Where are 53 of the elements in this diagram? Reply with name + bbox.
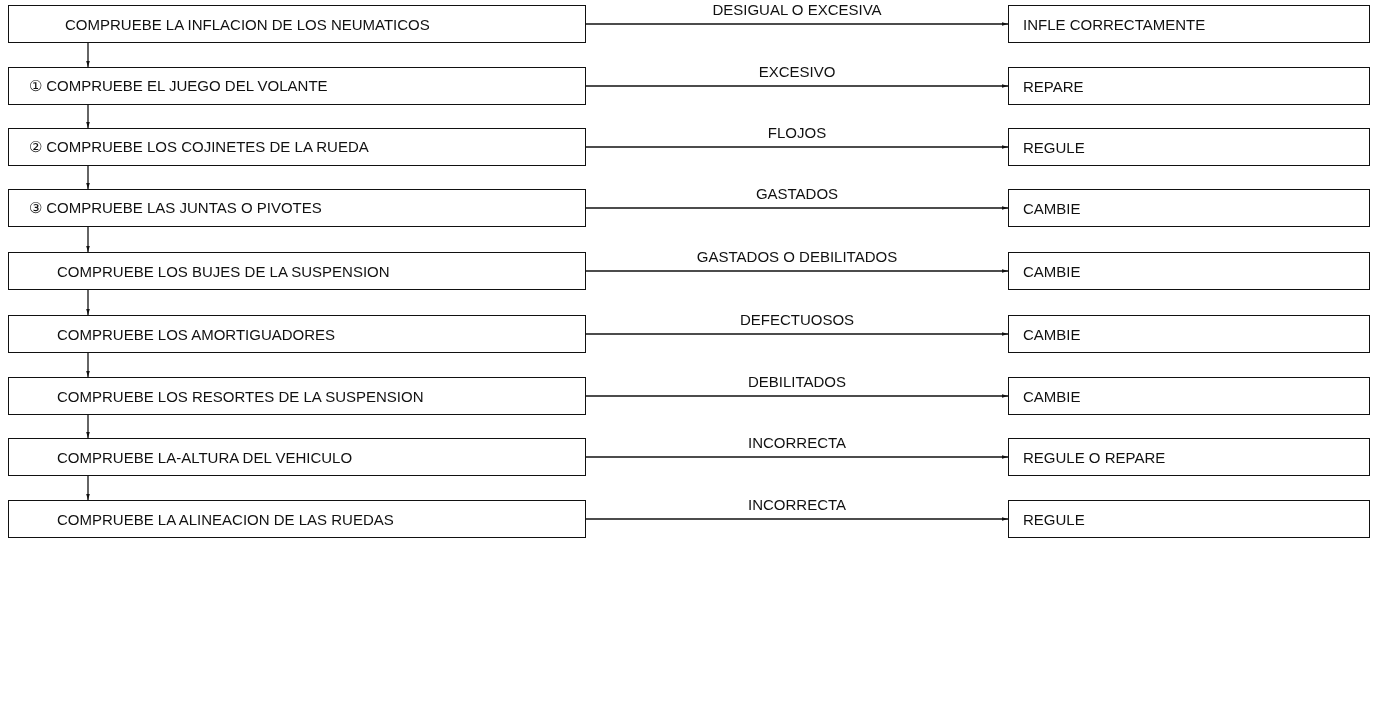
arrow [585, 206, 1009, 210]
arrow [585, 269, 1009, 273]
arrow [585, 517, 1009, 521]
process-box [8, 438, 586, 476]
process-box [8, 189, 586, 227]
process-box [1008, 67, 1370, 105]
process-box [8, 252, 586, 290]
arrow [585, 332, 1009, 336]
process-box [8, 500, 586, 538]
box-text: COMPRUEBE LOS AMORTIGUADORES [57, 325, 336, 343]
box-text: CAMBIE [1023, 262, 1081, 280]
box-text: INFLE CORRECTAMENTE [1023, 15, 1206, 33]
process-box [1008, 438, 1370, 476]
box-text: COMPRUEBE LA ALINEACION DE LAS RUEDAS [57, 510, 394, 528]
arrow [585, 22, 1009, 26]
box-text: COMPRUEBE LOS RESORTES DE LA SUSPENSION [57, 387, 424, 405]
box-text: REGULE O REPARE [1023, 448, 1166, 466]
arrow [86, 414, 90, 439]
process-box [8, 5, 586, 43]
process-box [1008, 252, 1370, 290]
arrow [86, 289, 90, 316]
box-text: COMPRUEBE LA INFLACION DE LOS NEUMATICOS [65, 15, 430, 33]
box-text: REGULE [1023, 510, 1085, 528]
process-box [1008, 189, 1370, 227]
process-box [1008, 5, 1370, 43]
process-box [1008, 315, 1370, 353]
process-box [1008, 377, 1370, 415]
arrow [86, 42, 90, 68]
arrow [585, 455, 1009, 459]
arrow [585, 84, 1009, 88]
arrow [86, 352, 90, 378]
process-box [8, 128, 586, 166]
box-text: COMPRUEBE LA-ALTURA DEL VEHICULO [57, 448, 353, 466]
arrow [86, 104, 90, 129]
box-text: CAMBIE [1023, 387, 1081, 405]
process-box [8, 315, 586, 353]
process-box [1008, 128, 1370, 166]
box-text: ① COMPRUEBE EL JUEGO DEL VOLANTE [29, 77, 328, 95]
box-text: CAMBIE [1023, 325, 1081, 343]
box-text: REPARE [1023, 77, 1084, 95]
arrow [86, 475, 90, 501]
box-text: ② COMPRUEBE LOS COJINETES DE LA RUEDA [29, 138, 369, 156]
arrow [585, 394, 1009, 398]
process-box [1008, 500, 1370, 538]
arrow [86, 165, 90, 190]
box-text: CAMBIE [1023, 199, 1081, 217]
arrow [86, 226, 90, 253]
box-text: REGULE [1023, 138, 1085, 156]
box-text: COMPRUEBE LOS BUJES DE LA SUSPENSION [57, 262, 390, 280]
process-box [8, 377, 586, 415]
process-box [8, 67, 586, 105]
box-text: ③ COMPRUEBE LAS JUNTAS O PIVOTES [29, 199, 322, 217]
arrow [585, 145, 1009, 149]
